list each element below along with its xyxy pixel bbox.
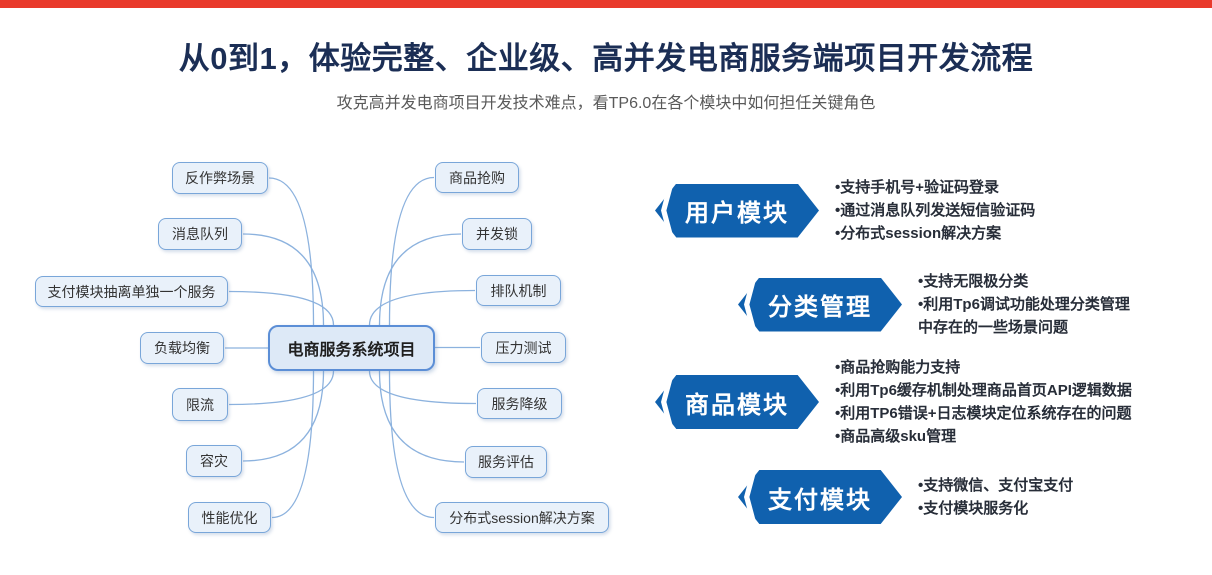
- module-bullet-list: •支持手机号+验证码登录 •通过消息队列发送短信验证码 •分布式session解决方…: [835, 176, 1155, 245]
- module-bullet: •分布式session解决方案: [835, 225, 1002, 242]
- module-badge-label: 用户模块: [685, 200, 789, 227]
- mindmap-node: 反作弊场景: [172, 162, 268, 194]
- mindmap-node: 服务评估: [465, 446, 547, 478]
- module-bullet: •支持微信、支付宝支付: [918, 477, 1074, 494]
- module-bullet: •支付模块服务化: [918, 500, 1029, 517]
- module-bullet-list: •商品抢购能力支持 •利用Tp6缓存机制处理商品首页API逻辑数据 •利用TP6错误…: [835, 356, 1180, 448]
- hexagon-shape: [655, 183, 819, 238]
- module-bullet-list: •支持无限极分类 •利用Tp6调试功能处理分类管理中存在的一些场景问题: [918, 270, 1140, 339]
- mindmap-node: 并发锁: [462, 218, 532, 250]
- module-bullet-list: •支持微信、支付宝支付 •支付模块服务化: [918, 474, 1212, 520]
- module-bullet: •支持无限极分类: [918, 273, 1029, 290]
- module-badge: 商品模块: [655, 375, 819, 429]
- mindmap-node: 分布式session解决方案: [435, 502, 609, 533]
- module-bullet: •利用Tp6调试功能处理分类管理中存在的一些场景问题: [918, 296, 1130, 336]
- mindmap-diagram: 反作弊场景消息队列支付模块抽离单独一个服务负载均衡限流容灾性能优化 商品抢购并发锁…: [35, 162, 609, 533]
- page-title: 从0到1，体验完整、企业级、高并发电商服务端项目开发流程: [178, 41, 1034, 76]
- mindmap-node: 消息队列: [158, 218, 242, 250]
- module-badge: 支付模块: [738, 470, 902, 524]
- mindmap-node: 压力测试: [481, 332, 566, 363]
- module-bullet: •通过消息队列发送短信验证码: [835, 202, 1036, 219]
- mindmap-node: 性能优化: [188, 502, 271, 533]
- hexagon-shape: [738, 277, 902, 332]
- module-bullet: •利用Tp6缓存机制处理商品首页API逻辑数据: [835, 382, 1132, 399]
- module-badge: 用户模块: [655, 183, 819, 238]
- top-accent-bar: [0, 0, 1212, 8]
- module-row: 商品模块 •商品抢购能力支持 •利用Tp6缓存机制处理商品首页API逻辑数据 •利用…: [655, 356, 1180, 448]
- module-bullet: •利用TP6错误+日志模块定位系统存在的问题: [835, 405, 1132, 422]
- module-badge-label: 支付模块: [768, 486, 872, 514]
- hexagon-shape: [655, 375, 819, 429]
- module-row: 用户模块 •支持手机号+验证码登录 •通过消息队列发送短信验证码 •分布式sessi…: [655, 176, 1155, 245]
- mindmap-center-node: 电商服务系统项目: [268, 325, 435, 371]
- page-header: 从0到1，体验完整、企业级、高并发电商服务端项目开发流程 攻克高并发电商项目开发…: [0, 38, 1212, 114]
- mindmap-node: 容灾: [186, 445, 242, 477]
- hexagon-shape: [738, 470, 902, 524]
- mindmap-node: 支付模块抽离单独一个服务: [35, 276, 228, 307]
- mindmap-node: 服务降级: [477, 388, 562, 419]
- module-badge-label: 分类管理: [768, 294, 872, 321]
- module-bullet: •商品高级sku管理: [835, 428, 957, 445]
- module-badge-label: 商品模块: [685, 391, 789, 419]
- mindmap-node: 排队机制: [476, 275, 561, 306]
- page-subtitle: 攻克高并发电商项目开发技术难点，看TP6.0在各个模块中如何担任关键角色: [336, 95, 876, 112]
- module-row: 支付模块 •支持微信、支付宝支付 •支付模块服务化: [738, 470, 1212, 524]
- mindmap-connector-lines: [225, 176, 480, 519]
- mindmap-node: 负载均衡: [140, 332, 224, 364]
- mindmap-node: 限流: [172, 388, 228, 421]
- module-row: 分类管理 •支持无限极分类 •利用Tp6调试功能处理分类管理中存在的一些场景问题: [738, 270, 1140, 339]
- mindmap-node: 商品抢购: [435, 162, 519, 193]
- module-badge: 分类管理: [738, 277, 902, 332]
- module-bullet: •支持手机号+验证码登录: [835, 179, 1000, 196]
- module-bullet: •商品抢购能力支持: [835, 359, 961, 376]
